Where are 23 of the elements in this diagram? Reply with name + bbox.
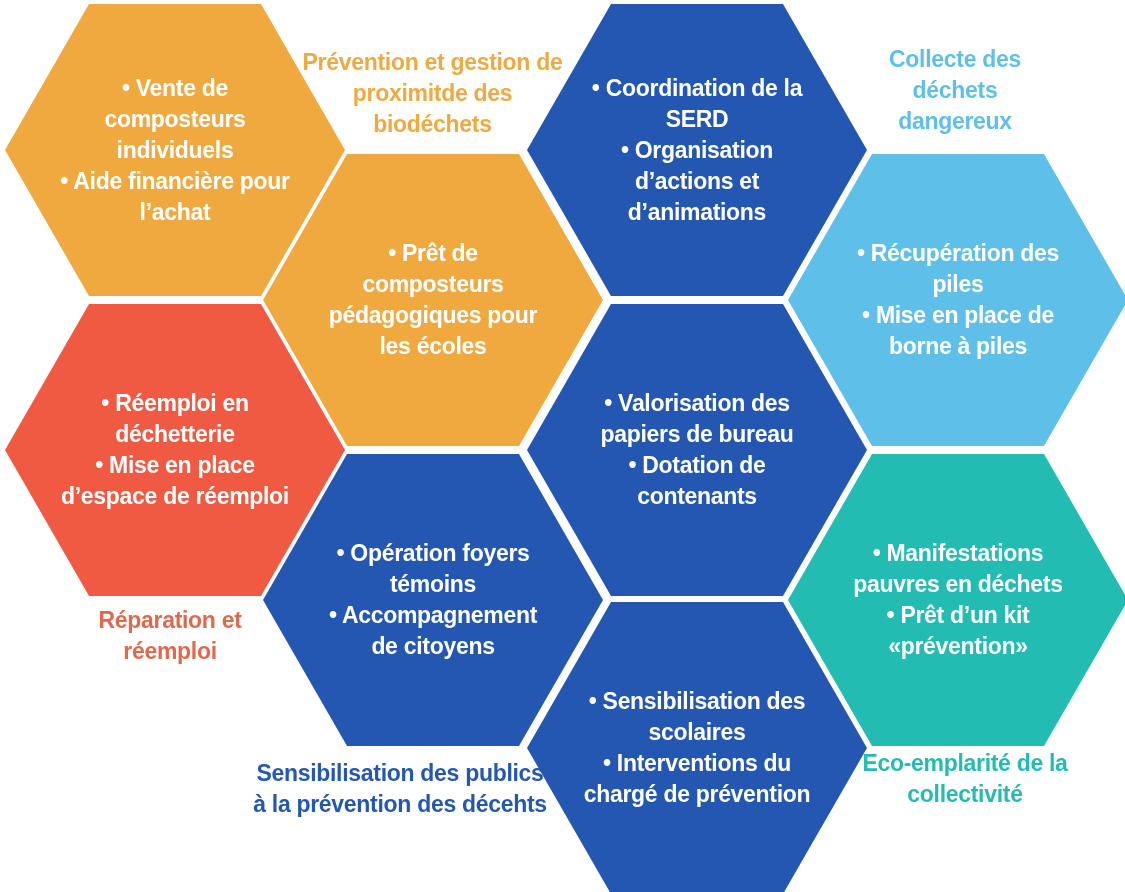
group-heading: Prévention et gestion de proximitde des biodéchets bbox=[301, 48, 564, 139]
bullet-item: • Prêt d’un kit «prévention» bbox=[885, 601, 1031, 661]
bullet-item: • Réemploi en déchetterie bbox=[100, 389, 250, 449]
group-heading: Collecte des déchets dangereux bbox=[888, 45, 1022, 136]
bullet-item: • Coordination de la SERD bbox=[590, 73, 804, 134]
group-heading: Réparation et réemploi bbox=[97, 606, 243, 666]
bullet-item: • Opération foyers témoins bbox=[335, 539, 531, 599]
bullet-item: • Dotation de contenants bbox=[627, 451, 767, 511]
bullet-item: • Valorisation des papiers de bureau bbox=[599, 389, 795, 449]
bullet-item: • Sensibilisation des scolaires bbox=[587, 687, 807, 747]
bullet-item: • Prêt de composteurs pédagogiques pour les écoles bbox=[328, 239, 538, 361]
bullet-item: • Accompagnement de citoyens bbox=[327, 601, 539, 661]
group-heading: Eco-emplarité de la collectivité bbox=[861, 749, 1069, 809]
bullet-item: • Mise en place de borne à piles bbox=[861, 301, 1055, 361]
bullet-item: • Aide financière pour l’achat bbox=[60, 166, 290, 227]
bullet-item: • Récupération des piles bbox=[855, 239, 1060, 299]
bullet-item: • Mise en place d’espace de réemploi bbox=[60, 451, 290, 511]
group-heading: Sensibilisation des publics à la prévention des décehts bbox=[252, 759, 548, 819]
hexagon-tile bbox=[527, 4, 867, 296]
bullet-item: • Organisation d’actions et d’animations bbox=[619, 135, 775, 227]
bullet-item: • Vente de composteurs individuels bbox=[103, 73, 247, 165]
bullet-item: • Manifestations pauvres en déchets bbox=[852, 539, 1064, 599]
bullet-item: • Interventions du chargé de prévention bbox=[582, 749, 812, 809]
